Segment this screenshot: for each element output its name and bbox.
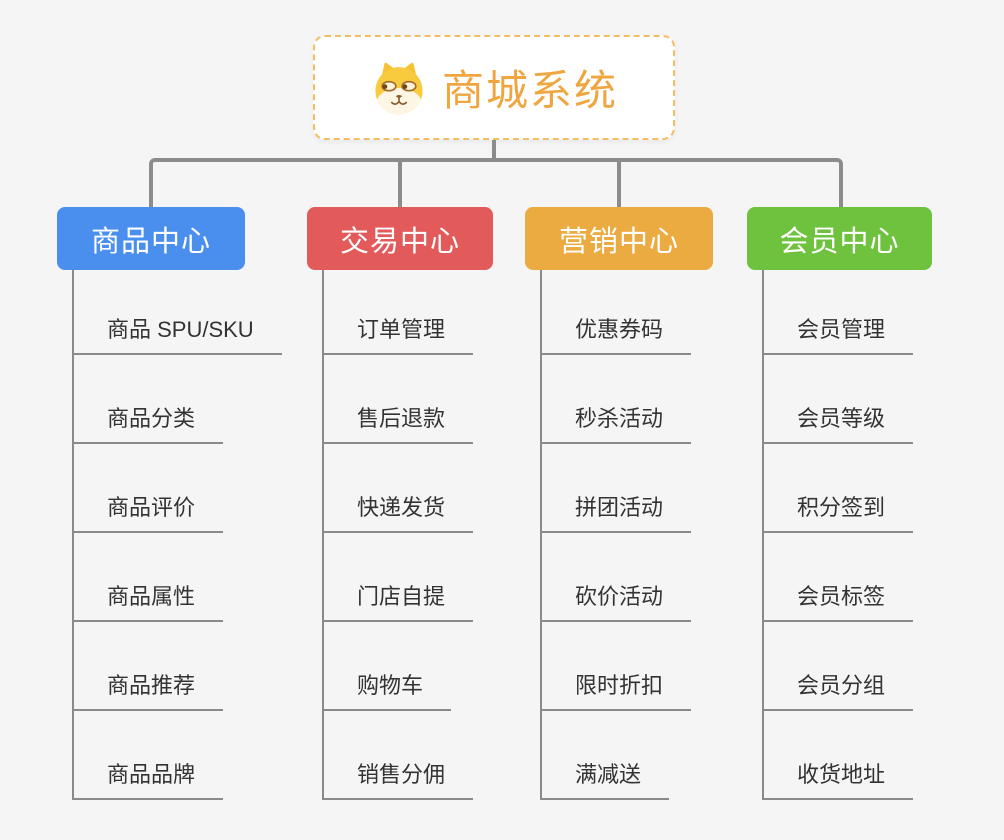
connector-stub-branch-2 — [398, 158, 402, 207]
leaf-label: 会员管理 — [764, 312, 914, 355]
connector-bracket — [149, 158, 843, 207]
leaf-topic[interactable]: 购物车 — [324, 622, 473, 711]
leaf-topic[interactable]: 订单管理 — [324, 270, 474, 355]
leaf-label: 秒杀活动 — [542, 401, 692, 444]
leaf-label: 销售分佣 — [324, 757, 474, 800]
leaf-topic[interactable]: 商品评价 — [74, 444, 282, 533]
leaf-label: 门店自提 — [324, 579, 474, 622]
leaf-topic[interactable]: 满减送 — [542, 711, 691, 800]
leaf-label: 限时折扣 — [542, 668, 692, 711]
leaf-label: 商品推荐 — [74, 668, 224, 711]
leaf-label: 会员等级 — [764, 401, 914, 444]
leaf-label: 积分签到 — [764, 490, 914, 533]
leaf-topic[interactable]: 售后退款 — [324, 355, 474, 444]
leaf-topic[interactable]: 收货地址 — [764, 711, 914, 800]
leaf-topic[interactable]: 快递发货 — [324, 444, 474, 533]
branch-column: 会员管理会员等级积分签到会员标签会员分组收货地址 — [762, 270, 914, 800]
leaf-label: 砍价活动 — [542, 579, 692, 622]
branch-column: 订单管理售后退款快递发货门店自提购物车销售分佣 — [322, 270, 474, 800]
branch: 会员中心 会员管理会员等级积分签到会员标签会员分组收货地址 — [747, 207, 932, 800]
leaf-topic[interactable]: 会员标签 — [764, 533, 914, 622]
leaf-topic[interactable]: 商品 SPU/SKU — [74, 270, 282, 355]
connector-root-stub — [492, 140, 496, 160]
leaf-label: 快递发货 — [324, 490, 474, 533]
leaf-topic[interactable]: 商品品牌 — [74, 711, 282, 800]
leaf-label: 商品 SPU/SKU — [74, 312, 282, 355]
leaf-label: 满减送 — [542, 757, 670, 800]
leaf-label: 售后退款 — [324, 401, 474, 444]
leaf-label: 商品品牌 — [74, 757, 224, 800]
leaf-topic[interactable]: 商品属性 — [74, 533, 282, 622]
branch: 交易中心 订单管理售后退款快递发货门店自提购物车销售分佣 — [307, 207, 493, 800]
branch: 营销中心 优惠券码秒杀活动拼团活动砍价活动限时折扣满减送 — [525, 207, 713, 800]
leaf-topic[interactable]: 会员管理 — [764, 270, 914, 355]
root-title: 商城系统 — [441, 67, 618, 114]
leaf-topic[interactable]: 销售分佣 — [324, 711, 474, 800]
leaf-topic[interactable]: 会员等级 — [764, 355, 914, 444]
doge-icon — [375, 62, 423, 114]
leaf-label: 优惠券码 — [542, 312, 692, 355]
leaf-topic[interactable]: 积分签到 — [764, 444, 914, 533]
leaf-label: 商品分类 — [74, 401, 224, 444]
leaf-topic[interactable]: 砍价活动 — [542, 533, 692, 622]
leaf-topic[interactable]: 门店自提 — [324, 533, 474, 622]
leaf-label: 收货地址 — [764, 757, 914, 800]
leaf-label: 订单管理 — [324, 312, 474, 355]
branch-header[interactable]: 交易中心 — [307, 207, 493, 270]
leaf-label: 会员标签 — [764, 579, 914, 622]
branch-column: 商品 SPU/SKU 商品分类商品评价商品属性商品推荐商品品牌 — [72, 270, 282, 800]
leaf-topic[interactable]: 商品推荐 — [74, 622, 282, 711]
leaf-label: 拼团活动 — [542, 490, 692, 533]
branch-column: 优惠券码秒杀活动拼团活动砍价活动限时折扣满减送 — [540, 270, 692, 800]
leaf-topic[interactable]: 商品分类 — [74, 355, 282, 444]
leaf-label: 商品评价 — [74, 490, 224, 533]
branch: 商品中心 商品 SPU/SKU 商品分类商品评价商品属性商品推荐商品品牌 — [57, 207, 282, 800]
branch-header[interactable]: 商品中心 — [57, 207, 245, 270]
leaf-topic[interactable]: 秒杀活动 — [542, 355, 692, 444]
connector-stub-branch-3 — [617, 158, 621, 207]
leaf-topic[interactable]: 限时折扣 — [542, 622, 692, 711]
branch-header[interactable]: 会员中心 — [747, 207, 932, 270]
branch-header[interactable]: 营销中心 — [525, 207, 713, 270]
leaf-topic[interactable]: 优惠券码 — [542, 270, 692, 355]
leaf-topic[interactable]: 会员分组 — [764, 622, 914, 711]
leaf-label: 购物车 — [324, 668, 452, 711]
leaf-label: 商品属性 — [74, 579, 224, 622]
root-node[interactable]: 商城系统 — [313, 35, 675, 140]
leaf-label: 会员分组 — [764, 668, 914, 711]
leaf-topic[interactable]: 拼团活动 — [542, 444, 692, 533]
